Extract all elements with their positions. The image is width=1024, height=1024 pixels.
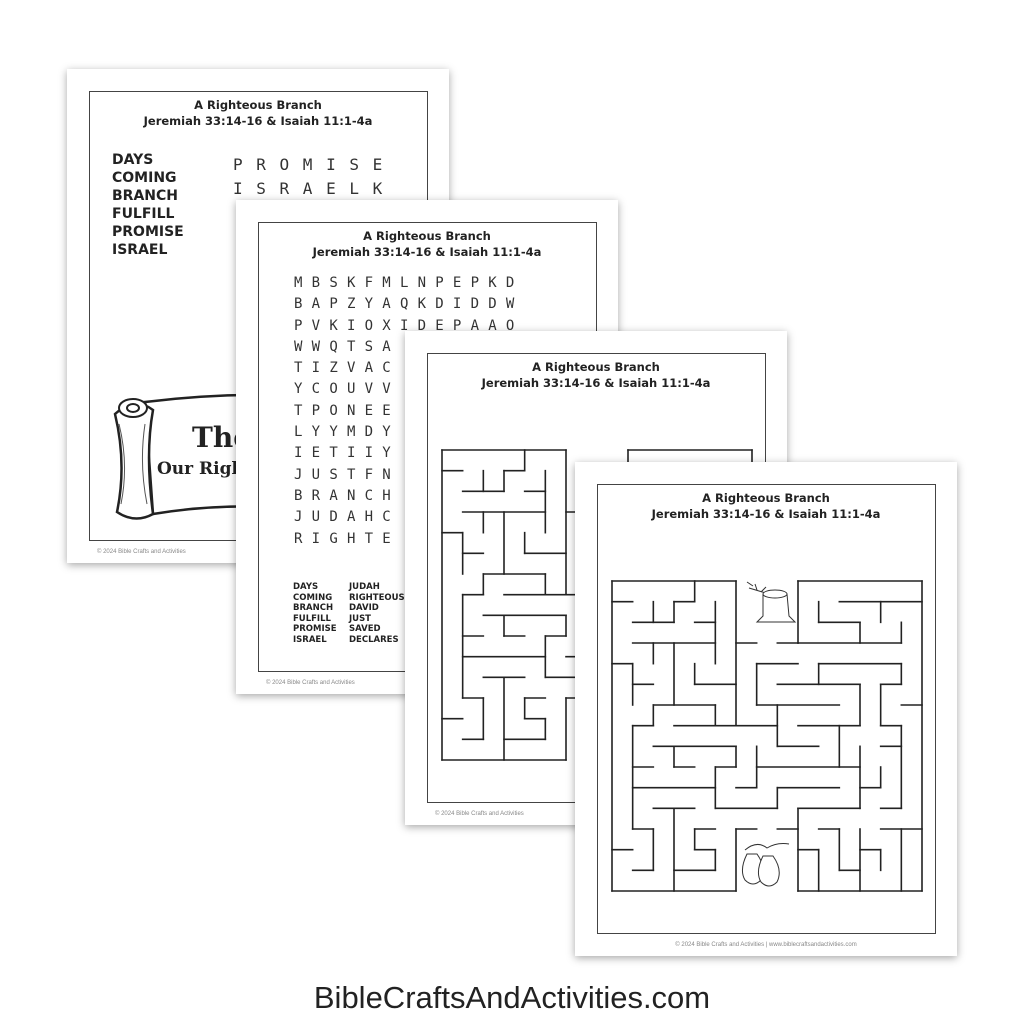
maze-puzzle xyxy=(611,580,923,892)
grid-row: T P O N E E xyxy=(294,402,392,419)
scripture-reference: Jeremiah 33:14-16 & Isaiah 11:1-4a xyxy=(651,507,881,521)
word-item: SAVED xyxy=(349,624,381,634)
page-title: A Righteous Branch Jeremiah 33:14-16 & I… xyxy=(236,228,618,260)
word-search-grid: M B S K F M L N P E P K D B A P Z Y A Q K… xyxy=(294,273,515,550)
title-text: A Righteous Branch xyxy=(702,491,830,505)
brand-website: BibleCraftsAndActivities.com xyxy=(313,980,711,1015)
page-footer: © 2024 Bible Crafts and Activities xyxy=(97,549,186,555)
scripture-reference: Jeremiah 33:14-16 & Isaiah 11:1-4a xyxy=(143,114,373,128)
page-footer: © 2024 Bible Crafts and Activities xyxy=(435,811,524,817)
word-item: BRANCH xyxy=(293,603,334,613)
worksheet-page-maze-b: A Righteous Branch Jeremiah 33:14-16 & I… xyxy=(575,462,957,956)
title-text: A Righteous Branch xyxy=(194,98,322,112)
grid-row: B R A N C H xyxy=(294,487,392,504)
word-item: DAYS xyxy=(112,152,154,168)
word-item: JUDAH xyxy=(349,582,380,592)
page-footer: © 2024 Bible Crafts and Activities | www… xyxy=(675,942,857,948)
banner-subtitle: Our Righ xyxy=(157,459,244,479)
page-title: A Righteous Branch Jeremiah 33:14-16 & I… xyxy=(575,490,957,522)
letter-row: P R O M I S E xyxy=(233,155,385,174)
word-list: DAYS COMING BRANCH FULFILL PROMISE ISRAE… xyxy=(112,151,184,259)
letter-rows: P R O M I S E I S R A E L K xyxy=(233,153,384,201)
pears-icon xyxy=(741,843,790,887)
grid-row: T I Z V A C xyxy=(294,360,392,377)
grid-row: Y C O U V V xyxy=(294,381,392,398)
word-item: DECLARES xyxy=(349,634,399,645)
scripture-reference: Jeremiah 33:14-16 & Isaiah 11:1-4a xyxy=(312,245,542,259)
word-item: BRANCH xyxy=(112,188,178,204)
letter-row: I S R A E L K xyxy=(233,179,385,198)
grid-row: B A P Z Y A Q K D I D D W xyxy=(294,296,515,313)
word-item: ISRAEL xyxy=(293,634,327,645)
grid-row: R I G H T E xyxy=(294,530,392,547)
word-item: JUST xyxy=(349,613,371,624)
page-title: A Righteous Branch Jeremiah 33:14-16 & I… xyxy=(405,359,787,391)
tree-stump-icon xyxy=(746,581,797,623)
title-text: A Righteous Branch xyxy=(363,229,491,243)
word-item: DAVID xyxy=(349,603,379,613)
word-item: PROMISE xyxy=(112,224,184,240)
grid-row: P V K I O X I D E P A A O xyxy=(294,317,515,334)
page-footer: © 2024 Bible Crafts and Activities xyxy=(266,680,355,686)
scripture-reference: Jeremiah 33:14-16 & Isaiah 11:1-4a xyxy=(481,376,711,390)
word-item: FULFILL xyxy=(293,613,331,624)
title-text: A Righteous Branch xyxy=(532,360,660,374)
word-bank-column-1: DAYS COMING BRANCH FULFILL PROMISE ISRAE… xyxy=(293,582,337,645)
page-title: A Righteous Branch Jeremiah 33:14-16 & I… xyxy=(67,97,449,129)
word-item: PROMISE xyxy=(293,624,337,634)
word-bank-column-2: JUDAH RIGHTEOUS DAVID JUST SAVED DECLARE… xyxy=(349,582,405,645)
word-item: RIGHTEOUS xyxy=(349,592,405,603)
grid-row: L Y Y M D Y xyxy=(294,424,392,441)
grid-row: W W Q T S A xyxy=(294,338,392,355)
grid-row: I E T I I Y xyxy=(294,445,392,462)
grid-row: J U S T F N xyxy=(294,466,392,483)
grid-row: M B S K F M L N P E P K D xyxy=(294,275,515,291)
word-item: COMING xyxy=(112,170,177,186)
grid-row: J U D A H C xyxy=(294,509,392,526)
word-item: FULFILL xyxy=(112,206,175,222)
word-item: ISRAEL xyxy=(112,242,168,258)
page-border xyxy=(597,484,936,934)
word-item: COMING xyxy=(293,592,333,603)
word-item: DAYS xyxy=(293,582,319,592)
